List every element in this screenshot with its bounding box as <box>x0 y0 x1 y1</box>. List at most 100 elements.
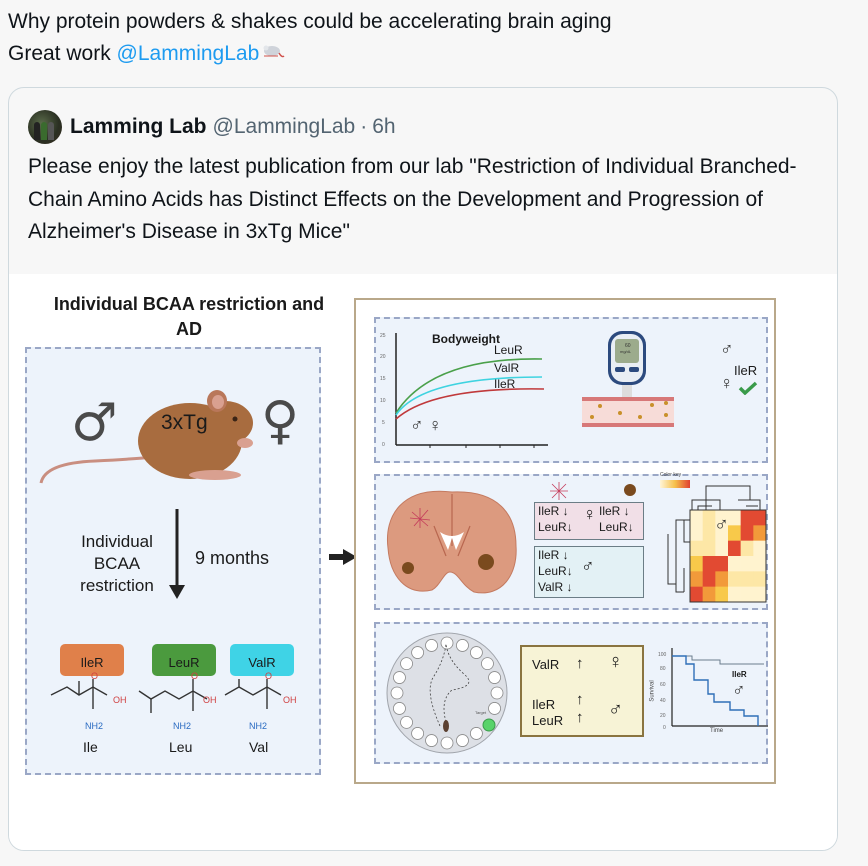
meter-unit: mg/dL <box>620 349 632 354</box>
heatmap-cell <box>740 571 754 587</box>
restriction-label-line-1: Individual <box>81 532 153 551</box>
metabolic-subpanel: 25 20 15 10 5 0 Bodyweight LeuR ValR Ile… <box>374 317 768 463</box>
maze-hole <box>469 646 483 659</box>
heatmap-cell <box>753 571 767 587</box>
male-pathology-box: IleR ↓ LeuR↓ ValR ↓ ♂ <box>534 546 644 598</box>
male-box-symbol: ♂ <box>581 556 595 576</box>
heatmap-cell <box>753 510 767 526</box>
color-key-label: Color key <box>660 472 682 478</box>
heatmap-cell <box>740 525 754 541</box>
graphical-abstract-image[interactable]: Individual BCAA restriction and AD ♂ ♀ 3… <box>9 274 837 850</box>
behavior-male-symbol: ♂ <box>608 699 623 721</box>
figure-title: Individual BCAA restriction and AD <box>53 294 325 339</box>
heatmap-cell <box>702 525 716 541</box>
surv-ytick-60: 60 <box>660 682 666 688</box>
timestamp[interactable]: 6h <box>372 115 396 138</box>
author-handle[interactable]: @LammingLab <box>212 115 356 138</box>
maze-hole <box>411 727 425 740</box>
bw-ytick-10: 10 <box>380 398 386 404</box>
female-box-right-1: IleR ↓ <box>599 504 630 518</box>
duration-label: 9 months <box>195 548 270 568</box>
survival-iler-label: IleR <box>732 670 747 679</box>
leur-curve <box>395 358 543 414</box>
heatmap-cell <box>715 571 729 587</box>
chem-nh2-label-1: NH2 <box>85 721 104 731</box>
surv-ytick-100: 100 <box>658 652 667 658</box>
leu-restriction-tag: LeuR <box>152 644 216 676</box>
survival-y-label: Survival <box>649 680 656 702</box>
heatmap-cell <box>702 586 716 603</box>
brain-section-icon <box>386 490 517 594</box>
maze-hole <box>400 715 413 729</box>
val-label: Val <box>249 739 269 755</box>
quoted-tweet-card[interactable]: Lamming Lab @LammingLab · 6h Please enjo… <box>8 87 838 851</box>
glucose-female-symbol: ♀ <box>720 373 734 393</box>
valr-label: ValR <box>532 657 560 672</box>
leur-arrow: ↑ <box>576 709 584 726</box>
bw-ytick-5: 5 <box>382 420 385 426</box>
brain-pathology-subpanel: IleR ↓ LeuR↓ ♀ IleR ↓ LeuR↓ IleR ↓ LeuR↓… <box>374 472 768 610</box>
heatmap-cell <box>715 556 729 572</box>
chem-oh-label-3: OH <box>283 695 297 705</box>
glucose-iler-label: IleR <box>734 363 758 378</box>
mention-link[interactable]: @LammingLab <box>116 42 260 65</box>
survival-male-symbol: ♂ <box>732 680 746 700</box>
bodyweight-chart <box>395 333 548 448</box>
quoted-tweet-header: Lamming Lab @LammingLab · 6h <box>28 110 396 144</box>
maze-hole <box>456 734 469 747</box>
amino-acid-structures <box>50 679 282 713</box>
author-name[interactable]: Lamming Lab <box>70 115 207 138</box>
heatmap-cell <box>728 540 741 557</box>
ile-restriction-tag: IleR <box>60 644 124 676</box>
iler-label: IleR <box>532 697 556 712</box>
heatmap-cell <box>740 556 754 572</box>
behavior-female-symbol: ♀ <box>608 651 623 673</box>
heatmap-cell <box>728 571 741 587</box>
bw-ytick-0: 0 <box>382 442 385 448</box>
chem-o-label-2: O <box>191 671 199 681</box>
maze-hole <box>411 646 425 659</box>
heatmap-cell <box>728 525 741 541</box>
valr-legend: ValR <box>494 361 520 375</box>
bodyweight-title: Bodyweight <box>432 332 500 346</box>
check-icon <box>738 381 758 395</box>
surv-ytick-80: 80 <box>660 666 666 672</box>
tweet-text: Why protein powders & shakes could be ac… <box>8 6 612 70</box>
maze-hole <box>469 727 483 740</box>
heatmap-cell <box>702 571 716 587</box>
heatmap-cell <box>753 525 767 541</box>
heatmap-cell <box>690 510 703 526</box>
restriction-label-line-2: BCAA <box>93 554 141 573</box>
chem-o-label-1: O <box>91 671 99 681</box>
tweet-line-2: Great work @LammingLab <box>8 38 612 70</box>
heatmap-cell <box>715 510 729 526</box>
iler-curve <box>395 388 545 420</box>
maze-hole <box>488 702 501 715</box>
heatmap-cell <box>740 510 754 526</box>
glucose-male-symbol: ♂ <box>720 339 734 359</box>
tweet-line-2-prefix: Great work <box>8 42 117 65</box>
maze-hole <box>425 639 438 652</box>
heatmap-cell <box>728 556 741 572</box>
heatmap-cell <box>690 525 703 541</box>
avatar[interactable] <box>28 110 62 144</box>
maze-hole <box>481 657 494 671</box>
female-box-right-2: LeuR↓ <box>599 520 634 534</box>
chem-oh-label-1: OH <box>113 695 127 705</box>
maze-hole <box>488 671 501 684</box>
heatmap-cell <box>690 540 703 557</box>
heatmap-cell <box>715 525 729 541</box>
mouse-strain-label: 3xTg <box>161 411 208 434</box>
mouse-icon <box>39 390 253 484</box>
heatmap-male-symbol: ♂ <box>714 514 729 536</box>
tweet-line-1: Why protein powders & shakes could be ac… <box>8 10 612 33</box>
barnes-maze-icon <box>386 632 508 754</box>
maze-hole <box>393 671 406 684</box>
heatmap-cell <box>690 571 703 587</box>
heatmap-cell <box>690 556 703 572</box>
cognition-survival-subpanel: Target ValR ↑ ♀ IleR ↑ LeuR ↑ ♂ <box>374 622 768 764</box>
mouse-emoji-icon <box>259 38 285 70</box>
male-box-line-2: LeuR↓ <box>538 564 573 578</box>
heatmap-cell <box>715 540 729 557</box>
control-survival-line <box>672 655 764 665</box>
